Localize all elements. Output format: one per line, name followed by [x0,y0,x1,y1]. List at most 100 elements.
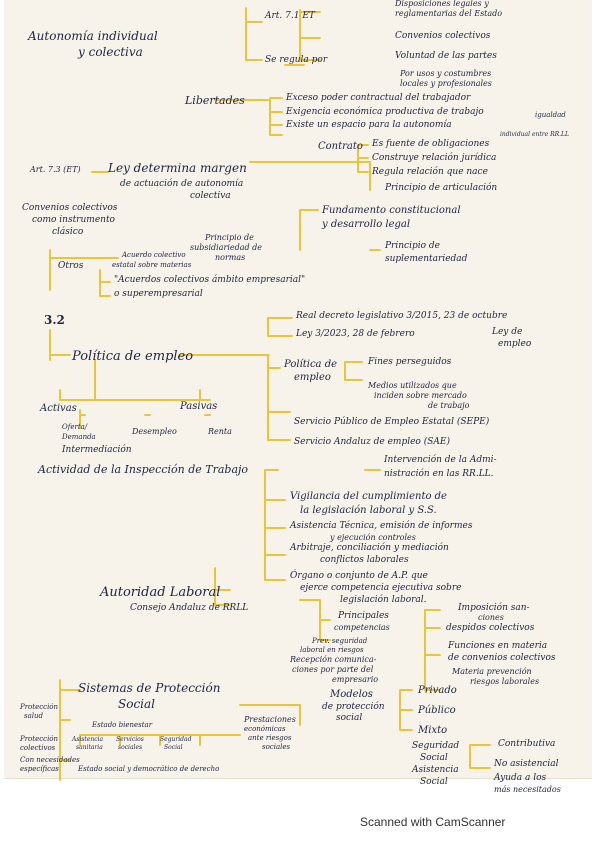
note-prev2: laboral en riesgos [300,646,364,654]
note-sepe: Servicio Público de Empleo Estatal (SEPE… [294,417,490,427]
note-asistencia2: y ejecución controles [330,533,416,542]
connector-otros [49,249,119,297]
note-asist-social1: Asistencia [412,765,459,775]
note-libertades: Libertades [185,94,245,107]
note-ley-det2: de actuación de autonomía [120,179,244,189]
note-autoridad: Autoridad Laboral [100,585,221,600]
note-no-asistencial: No asistencial [494,759,559,769]
connector-competencias [299,599,331,641]
note-demanda: Demanda [62,433,96,441]
note-reglamentarias: reglamentarias del Estado [395,9,503,18]
note-sistemas2: Social [118,697,155,711]
connector-inspeccion [264,469,286,581]
connector-activas-pasivas [59,359,211,401]
note-necesidades2: específicas [20,765,59,773]
connector-ley-determina [91,161,371,191]
note-principales2: competencias [334,623,390,632]
connector-libertades [269,97,283,136]
note-mixto: Mixto [418,725,448,736]
note-contrato: Contrato [318,141,363,152]
note-se-regula: Se regula por [265,55,328,65]
note-contributiva: Contributiva [498,739,556,749]
note-intermediacion: Intermediación [62,445,132,455]
note-art71: Art. 7.1 ET [265,11,315,21]
note-principales1: Principales [338,611,389,621]
note-imposicion2: ciones [478,613,504,622]
note-existe: Existe un espacio para la autonomía [286,120,452,130]
note-construye: Construye relación jurídica [372,153,497,163]
note-interv2: nistración en las RR.LL. [384,469,494,479]
note-ley-det3: colectiva [190,191,231,201]
note-vigilancia1: Vigilancia del cumplimiento de [290,491,447,502]
note-renta: Renta [208,427,232,436]
note-ayuda2: más necesitados [494,785,561,794]
note-igualdad2: individual entre RR.LL [500,131,570,138]
note-funciones1: Funciones en materia [448,641,548,651]
note-disp-legales: Disposiciones legales y [395,0,489,8]
note-ppio-subs1: Principio de [205,233,254,242]
note-ley-empleo2: empleo [498,339,532,349]
note-pasivas: Pasivas [180,401,218,412]
connector-sistemas [59,679,81,781]
note-medios3: de trabajo [428,401,470,410]
note-estado-bien: Estado bienestar [92,721,153,729]
note-prestaciones2: económicas [244,725,286,733]
connector-politica [179,354,291,441]
note-medios1: Medios utilizados que [368,381,457,390]
connector-regulators [299,9,321,61]
note-fuente: Es fuente de obligaciones [372,139,490,149]
note-conv-instr1: Convenios colectivos [22,203,118,213]
note-asist-san1: Asistencia [72,736,104,743]
note-politica-de2: empleo [294,372,331,383]
note-arbitraje2: conflictos laborales [320,555,409,565]
note-usos2: locales y profesionales [400,79,492,88]
note-prestaciones1: Prestaciones [244,715,296,724]
note-rdl: Real decreto legislativo 3/2015, 23 de o… [296,311,508,321]
note-acuerdo2: estatal sobre materias [112,261,192,269]
note-ppio-subs3: normas [215,253,246,262]
note-recepcion2: ciones por parte del [292,665,374,674]
note-asistencia1: Asistencia Técnica, emisión de informes [290,521,473,531]
note-consejo: Consejo Andaluz de RRLL [130,603,249,613]
connector-estado-bienestar [79,734,241,746]
note-imposicion1: Imposición san- [458,603,530,613]
note-organo3: legislación laboral. [340,595,427,605]
note-despidos: despidos colectivos [446,623,535,633]
connector-funciones [424,609,441,691]
note-recepcion3: empresario [332,675,379,684]
note-prestaciones4: sociales [262,743,291,751]
note-publico: Público [418,705,456,716]
connector-contrato [357,144,369,173]
note-autonomia1: Autonomía individual [28,29,158,43]
connector-art71 [245,7,263,61]
note-privado: Privado [418,685,457,696]
note-recepcion1: Recepción comunica- [290,655,377,664]
connector-autoridad [214,567,231,606]
note-serv-soc1: Servicios [116,736,144,743]
note-funciones2: de convenios colectivos [448,653,556,663]
note-acuerdo1: Acuerdo colectivo [122,251,186,259]
note-otros: Otros [58,261,84,271]
note-ley-det1: Ley determina margen [108,161,247,175]
note-politica: Política de empleo [72,349,194,364]
note-prot-salud2: salud [24,712,43,720]
scanner-watermark: Scanned with CamScanner [360,815,506,829]
connector-politica-de-empleo [344,361,363,381]
note-estado-social: Estado social y democrático de derecho [78,765,220,773]
note-asist-san2: sanitaria [76,744,103,751]
note-desempleo: Desempleo [132,427,177,436]
note-autonomia2: y colectiva [78,45,143,59]
note-ayuda1: Ayuda a los [494,773,547,783]
connector-fundamento [299,209,381,251]
note-prot-col2: colectivos [20,744,56,752]
note-organo2: ejerce competencia ejecutiva sobre [300,583,462,593]
note-superemp: o superempresarial [114,289,203,299]
note-ppio-supl1: Principio de [385,241,440,251]
note-prot-salud1: Protección [20,703,59,711]
note-vigilancia2: la legislación laboral y S.S. [300,505,437,516]
note-sec32: 3.2 [44,313,65,327]
note-acuerdo-emp: "Acuerdos colectivos ámbito empresarial" [114,275,306,285]
note-principio-art: Principio de articulación [385,183,498,193]
